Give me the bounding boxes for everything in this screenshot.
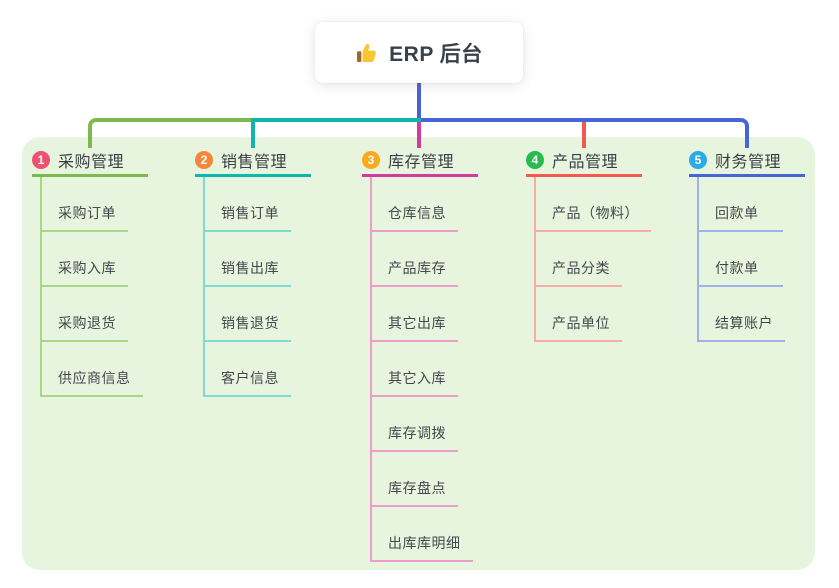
branch: 5 财务管理回款单付款单结算账户 [689, 148, 839, 342]
branch-item-label: 其它入库 [388, 370, 446, 386]
branch-title-label: 采购管理 [58, 154, 125, 171]
branch-item-label: 供应商信息 [58, 370, 131, 386]
branch-item-label: 回款单 [715, 205, 759, 221]
branch-spine [534, 177, 536, 342]
branch-title[interactable]: 4 产品管理 [526, 148, 642, 177]
branch-item-label: 仓库信息 [388, 205, 446, 221]
branch: 4 产品管理产品（物料） 产品分类产品单位 [526, 148, 676, 342]
connector-line [417, 122, 421, 148]
branch-title-label: 库存管理 [388, 154, 455, 171]
branch-title-label: 财务管理 [715, 154, 782, 171]
branch-item-label: 其它出库 [388, 315, 446, 331]
branch-item[interactable]: 库存盘点 [370, 452, 458, 507]
branch-title[interactable]: 3 库存管理 [362, 148, 478, 177]
branch-title[interactable]: 5 财务管理 [689, 148, 805, 177]
branch-item-label: 产品库存 [388, 260, 446, 276]
thumbs-up-icon [355, 41, 379, 65]
branch-item[interactable]: 销售订单 [203, 177, 291, 232]
branch-item[interactable]: 仓库信息 [370, 177, 458, 232]
branch-item[interactable]: 产品单位 [534, 287, 622, 342]
connector-line [417, 83, 421, 122]
branch-item[interactable]: 采购入库 [40, 232, 128, 287]
branch-title[interactable]: 1 采购管理 [32, 148, 148, 177]
branch-item[interactable]: 产品库存 [370, 232, 458, 287]
branch-items: 采购订单采购入库采购退货供应商信息 [40, 177, 143, 397]
branch-title-label: 销售管理 [221, 154, 288, 171]
branch-items: 仓库信息产品库存其它出库其它入库库存调拨库存盘点出库库明细 [370, 177, 473, 562]
branch-item-label: 产品（物料） [552, 205, 639, 221]
connector-line [88, 118, 251, 148]
branch-items: 销售订单销售出库销售退货客户信息 [203, 177, 291, 397]
branch-item-label: 客户信息 [221, 370, 279, 386]
branch-item[interactable]: 付款单 [697, 232, 783, 287]
branch-item[interactable]: 客户信息 [203, 342, 291, 397]
connector-line [421, 118, 749, 148]
branch-item[interactable]: 销售退货 [203, 287, 291, 342]
branch-item[interactable]: 其它入库 [370, 342, 458, 397]
branch-item-label: 销售退货 [221, 315, 279, 331]
branch-item-label: 付款单 [715, 260, 759, 276]
branch-item[interactable]: 销售出库 [203, 232, 291, 287]
branch-item-label: 库存调拨 [388, 425, 446, 441]
branch: 3 库存管理仓库信息产品库存其它出库其它入库库存调拨库存盘点出库库明细 [362, 148, 512, 562]
branch-item[interactable]: 结算账户 [697, 287, 785, 342]
branch-item[interactable]: 出库库明细 [370, 507, 473, 562]
branch-item-label: 销售出库 [221, 260, 279, 276]
branch-item[interactable]: 回款单 [697, 177, 783, 232]
branch-item-label: 结算账户 [715, 315, 773, 331]
connector-line [251, 118, 421, 122]
branch-spine [370, 177, 372, 562]
branch-item[interactable]: 产品分类 [534, 232, 622, 287]
branches-panel [22, 137, 815, 570]
branch-item[interactable]: 采购订单 [40, 177, 128, 232]
branch-number-badge: 5 [689, 151, 707, 169]
branch-item-label: 库存盘点 [388, 480, 446, 496]
branch-title[interactable]: 2 销售管理 [195, 148, 311, 177]
branch-title-label: 产品管理 [552, 154, 619, 171]
branch-items: 产品（物料） 产品分类产品单位 [534, 177, 651, 342]
connector-line [582, 122, 586, 148]
branch-item[interactable]: 库存调拨 [370, 397, 458, 452]
root-node[interactable]: ERP 后台 [315, 22, 523, 83]
branch-number-badge: 1 [32, 151, 50, 169]
root-node-label: ERP 后台 [389, 42, 483, 66]
branch-item-label: 采购退货 [58, 315, 116, 331]
branch-item-label: 销售订单 [221, 205, 279, 221]
branch: 1 采购管理采购订单采购入库采购退货供应商信息 [32, 148, 182, 397]
connector-line [251, 118, 255, 148]
branch-item[interactable]: 其它出库 [370, 287, 458, 342]
branch-number-badge: 3 [362, 151, 380, 169]
branch-item[interactable]: 产品（物料） [534, 177, 651, 232]
branch-item-label: 产品单位 [552, 315, 610, 331]
branch-spine [697, 177, 699, 342]
branch-item-label: 出库库明细 [388, 535, 461, 551]
branch-item-label: 采购入库 [58, 260, 116, 276]
branch-spine [203, 177, 205, 397]
branch-item-label: 产品分类 [552, 260, 610, 276]
branch: 2 销售管理销售订单销售出库销售退货客户信息 [195, 148, 345, 397]
branch-number-badge: 2 [195, 151, 213, 169]
branch-number-badge: 4 [526, 151, 544, 169]
branch-item-label: 采购订单 [58, 205, 116, 221]
branch-items: 回款单付款单结算账户 [697, 177, 785, 342]
branch-spine [40, 177, 42, 397]
branch-item[interactable]: 供应商信息 [40, 342, 143, 397]
branch-item[interactable]: 采购退货 [40, 287, 128, 342]
